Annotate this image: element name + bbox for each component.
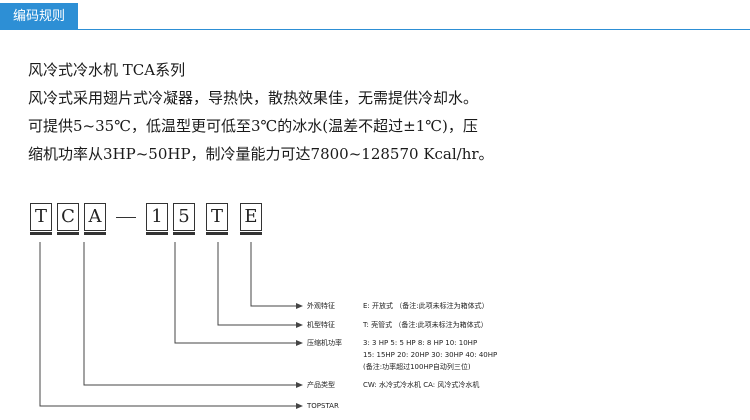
- connector-tc: [39, 242, 296, 407]
- code-box-1: 1: [146, 203, 168, 235]
- annotation-compressor-line2: 15: 15HP 20: 20HP 30: 30HP 40: 40HP: [363, 351, 498, 359]
- arrow-15: [296, 340, 303, 346]
- intro-line-4: 缩机功率从3HP~50HP，制冷量能力可达7800~128570 Kcal/hr…: [28, 145, 494, 163]
- code-box-e: E: [240, 203, 262, 235]
- arrow-e: [296, 303, 303, 309]
- arrow-t: [296, 322, 303, 328]
- connector-15: [174, 242, 296, 344]
- intro-line-1: 风冷式冷水机 TCA系列: [28, 61, 186, 79]
- code-box-t2: T: [206, 203, 228, 235]
- connector-a: [83, 242, 296, 386]
- code-box-a: A: [84, 203, 106, 235]
- arrow-tc: [296, 403, 303, 409]
- annotation-brand: TOPSTAR: [307, 402, 339, 410]
- intro-line-3: 可提供5~35℃，低温型更可低至3℃的冰水(温差不超过±1℃)，压: [28, 117, 478, 135]
- code-dash: [116, 217, 136, 218]
- code-box-t: T: [30, 203, 52, 235]
- section-header: 编码规则: [0, 0, 750, 30]
- header-rule: [0, 29, 750, 30]
- connector-t: [217, 242, 296, 326]
- intro-text: 风冷式冷水机 TCA系列 风冷式采用翅片式冷凝器，导热快，散热效果佳，无需提供冷…: [28, 56, 738, 168]
- annotation-compressor-note: (备注:功率超过100HP自动列三位): [363, 363, 471, 371]
- code-box-5: 5: [173, 203, 195, 235]
- intro-line-2: 风冷式采用翅片式冷凝器，导热快，散热效果佳，无需提供冷却水。: [28, 89, 479, 107]
- connector-e: [250, 242, 296, 307]
- code-box-c: C: [57, 203, 79, 235]
- section-tab: 编码规则: [0, 3, 78, 30]
- arrow-a: [296, 382, 303, 388]
